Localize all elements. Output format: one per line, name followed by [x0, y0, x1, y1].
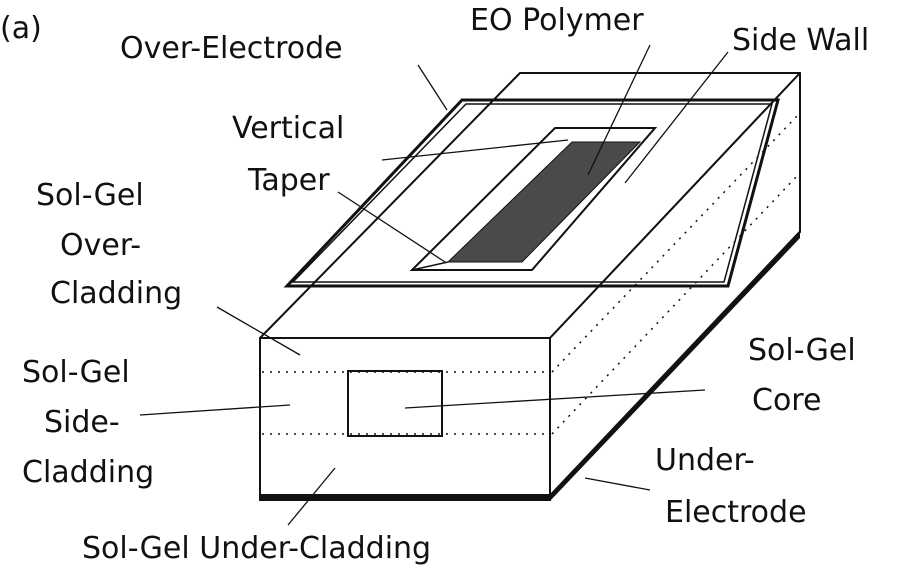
taper-edge	[411, 261, 449, 271]
label-under-electrode-line2: Electrode	[665, 495, 807, 530]
leader-over-electrode	[417, 64, 448, 111]
label-over-cladding-line1: Sol-Gel	[36, 178, 144, 213]
leader-under-cladding	[287, 467, 336, 526]
label-under-electrode-line1: Under-	[655, 443, 755, 478]
label-eo-polymer: EO Polymer	[470, 3, 644, 38]
label-over-cladding-line2: Over-	[60, 228, 141, 263]
leader-side-cladding	[139, 404, 291, 416]
eo-polymer	[446, 141, 642, 263]
block-front-face	[259, 337, 551, 497]
panel-label: (a)	[0, 11, 42, 46]
leader-vertical-taper-2	[337, 191, 446, 263]
leader-under-electrode	[584, 477, 651, 491]
label-under-cladding: Sol-Gel Under-Cladding	[82, 531, 431, 566]
under-cladding-boundary-side	[551, 174, 799, 435]
label-side-cladding-line1: Sol-Gel	[22, 355, 130, 390]
label-side-cladding-line2: Side-	[44, 405, 120, 440]
over-electrode	[283, 98, 780, 288]
leader-side-wall	[624, 51, 729, 184]
label-vertical-taper-line1: Vertical	[232, 111, 344, 146]
leader-vertical-taper-1	[381, 139, 569, 161]
leader-over-cladding	[216, 306, 301, 356]
leader-core	[404, 389, 706, 409]
label-core-line2: Core	[752, 383, 821, 418]
label-over-electrode: Over-Electrode	[120, 31, 343, 66]
label-over-cladding-line3: Cladding	[50, 276, 182, 311]
under-electrode	[259, 230, 800, 501]
leader-eo-polymer	[587, 44, 651, 176]
eo-polymer-trench	[409, 127, 658, 271]
label-vertical-taper-line2: Taper	[247, 163, 330, 198]
sol-gel-core	[347, 370, 443, 437]
label-side-cladding-line3: Cladding	[22, 455, 154, 490]
label-side-wall: Side Wall	[732, 23, 869, 58]
label-core-line1: Sol-Gel	[748, 333, 856, 368]
